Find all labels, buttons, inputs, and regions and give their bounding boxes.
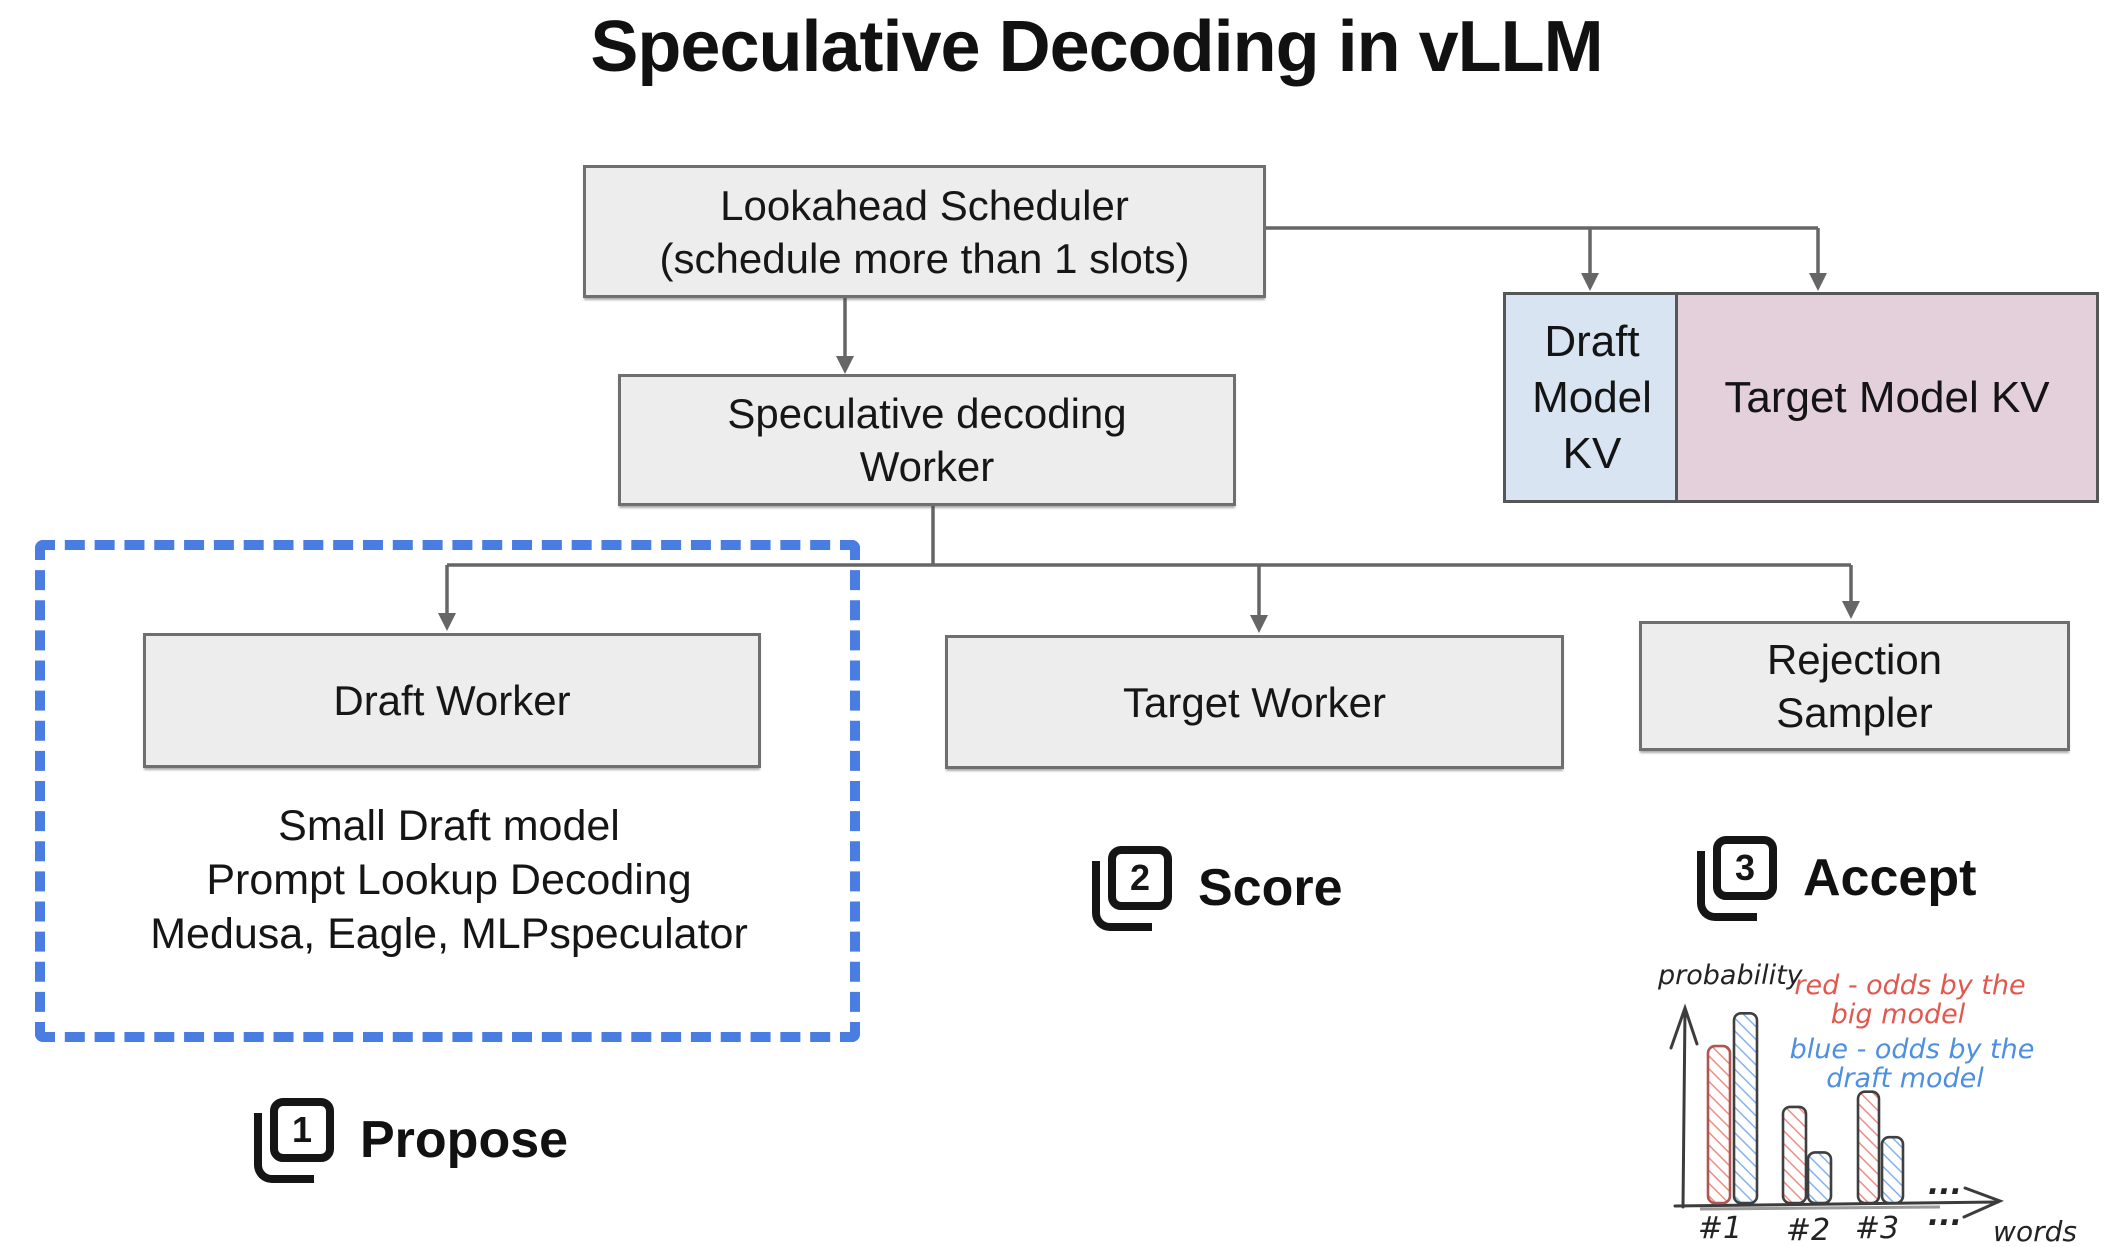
node-label-line: Rejection [1766,636,1943,683]
bar-red-3 [1856,1090,1881,1205]
legend-blue-line1: blue - odds by the [1790,1034,2035,1065]
step-number-badge: 1 [270,1098,334,1162]
step-number-badge: 2 [1108,846,1172,910]
y-axis-label: probability [1657,960,1804,991]
chart-labels: probability #1 #2 #3 ... ... words [1657,960,2077,1247]
x-tick-3: #3 [1855,1211,1899,1246]
arrowhead-to-draft-kv [1581,273,1599,291]
node-label-line: Target Worker [1123,678,1386,726]
bar-red-1 [1706,1044,1732,1205]
x-axis-label: words [1993,1215,2077,1247]
node-label-line: Speculative decoding [727,390,1127,437]
arrowhead-to-target-kv [1809,273,1827,291]
node-label-line: Draft Model KV [1532,316,1652,478]
node-label-line: (schedule more than 1 slots) [659,234,1190,282]
legend-red-line1: red - odds by the [1794,970,2025,1001]
bar-blue-2 [1806,1151,1833,1205]
node-rejection-sampler: Rejection Sampler [1639,621,2070,751]
draft-method-item: Small Draft model [278,802,620,850]
node-lookahead-scheduler: Lookahead Scheduler (schedule more than … [583,165,1266,298]
arrowhead-to-target-worker [1250,615,1268,633]
bar-blue-3 [1880,1135,1905,1205]
propose-dashed-region [35,540,860,1042]
draft-method-item: Medusa, Eagle, MLPspeculator [150,910,748,958]
node-draft-worker: Draft Worker [143,633,761,768]
node-draft-model-kv: Draft Model KV [1503,292,1681,503]
node-target-model-kv: Target Model KV [1675,292,2099,503]
node-label-line: Worker [859,443,995,490]
node-speculative-decoding-worker: Speculative decoding Worker [618,374,1236,506]
ellipsis-below-axis: ... [1928,1198,1962,1233]
step-propose: 1 Propose [252,1098,569,1183]
step-label: Propose [360,1111,569,1169]
filter-3-icon: 3 [1695,836,1777,921]
legend-red-line2: big model [1831,999,1966,1030]
ellipsis-above-axis: ... [1928,1167,1962,1202]
node-label-line: Lookahead Scheduler [720,181,1129,229]
step-score: 2 Score [1090,846,1343,931]
chart-axes [1669,1003,2004,1219]
node-label-line: Sampler [1776,689,1933,736]
x-tick-2: #2 [1786,1213,1830,1247]
node-target-worker: Target Worker [945,635,1564,769]
filter-2-icon: 2 [1090,846,1172,931]
chart-bars [1706,1011,1905,1205]
stacked-page-shape [1092,861,1152,931]
stacked-page-shape [254,1113,314,1183]
bar-blue-1 [1732,1011,1759,1205]
step-number-badge: 3 [1713,836,1777,900]
draft-method-item: Prompt Lookup Decoding [206,856,692,904]
node-label-line: Target Model KV [1724,372,2050,422]
bar-red-2 [1781,1105,1808,1205]
legend-blue-line2: draft model [1826,1063,1984,1094]
stacked-page-shape [1697,851,1757,921]
step-label: Score [1198,859,1343,917]
step-accept: 3 Accept [1695,836,1977,921]
filter-1-icon: 1 [252,1098,334,1183]
x-tick-1: #1 [1698,1211,1742,1246]
probability-bar-chart: probability #1 #2 #3 ... ... words red -… [1657,960,2077,1247]
arrowhead-to-rejection-sampler [1842,601,1860,619]
step-label: Accept [1803,849,1977,907]
node-label-line: Draft Worker [333,677,571,724]
draft-methods-list: Small Draft model Prompt Lookup Decoding… [63,799,835,961]
page-title: Speculative Decoding in vLLM [590,7,1603,87]
chart-legend: red - odds by the big model blue - odds … [1790,970,2035,1094]
arrowhead-to-draft-worker [438,613,456,631]
chart-axis-sketch-stroke [1699,1205,1941,1211]
arrowhead-to-spec-worker [836,356,854,374]
